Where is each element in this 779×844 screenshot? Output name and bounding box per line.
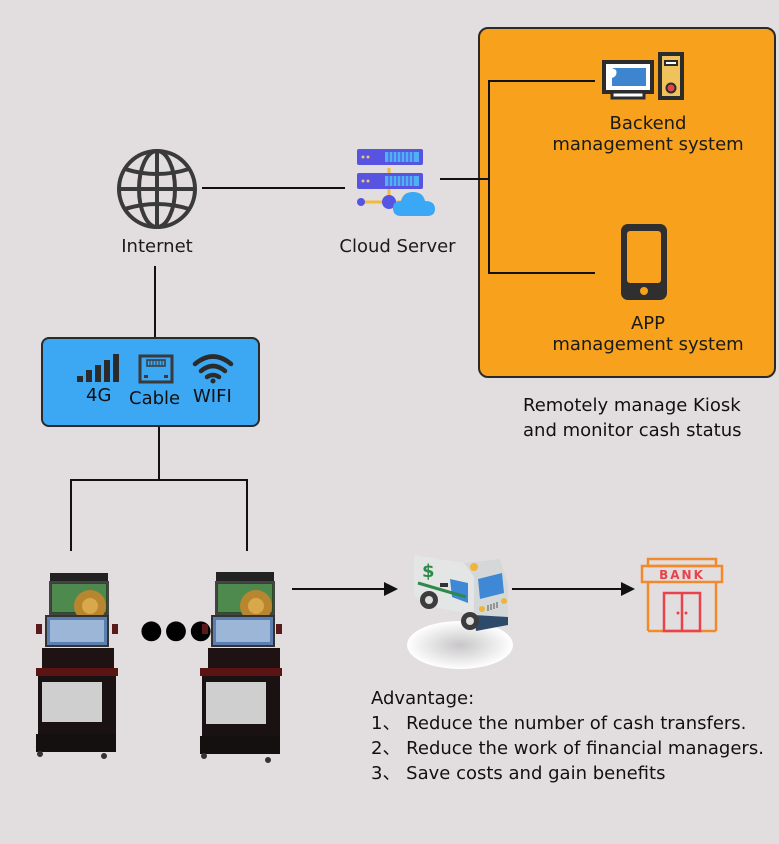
- cloud-server-icon: [357, 149, 435, 216]
- connector-line: [70, 479, 72, 551]
- internet-label: Internet: [121, 236, 193, 257]
- kiosk-machine-icon: [200, 572, 282, 763]
- bank-sign: BANK: [659, 568, 705, 582]
- arrow-head-icon: [384, 582, 398, 596]
- remote-caption: Remotely manage Kiosk and monitor cash s…: [523, 393, 741, 443]
- ellipsis-dots: ●●●: [140, 615, 215, 645]
- connector-line: [202, 187, 345, 189]
- connector-line: [158, 427, 160, 481]
- armored-truck-icon: $: [407, 555, 513, 669]
- advantage-item: 3、 Save costs and gain benefits: [371, 763, 666, 784]
- app-subtitle: management system: [552, 334, 744, 355]
- connector-line: [488, 80, 595, 82]
- option-4g-label: 4G: [86, 385, 112, 406]
- smartphone-icon: [621, 224, 667, 300]
- advantage-item: 1、 Reduce the number of cash transfers.: [371, 713, 747, 734]
- connector-line: [488, 80, 490, 274]
- arrow-line: [292, 588, 387, 590]
- globe-icon: [117, 149, 197, 229]
- connector-line: [246, 479, 248, 551]
- connector-line: [154, 266, 156, 337]
- svg-text:$: $: [422, 561, 435, 582]
- arrow-line: [512, 588, 624, 590]
- connector-line: [440, 178, 490, 180]
- remote-caption-line: and monitor cash status: [523, 420, 742, 441]
- bank-icon: BANK: [640, 557, 724, 633]
- connector-line: [488, 272, 595, 274]
- backend-title: Backend: [609, 113, 687, 134]
- advantages-title: Advantage:: [371, 688, 475, 709]
- option-wifi-label: WIFI: [193, 386, 232, 407]
- option-cable-label: Cable: [129, 388, 181, 409]
- remote-caption-line: Remotely manage Kiosk: [523, 395, 741, 416]
- computer-icon: [602, 52, 684, 100]
- advantage-item: 2、 Reduce the work of financial managers…: [371, 738, 764, 759]
- app-title: APP: [630, 313, 666, 334]
- ethernet-port-icon: [138, 354, 174, 384]
- advantages-list: Advantage: 1、 Reduce the number of cash …: [371, 686, 764, 786]
- connector-line: [70, 479, 248, 481]
- arrow-head-icon: [621, 582, 635, 596]
- backend-subtitle: management system: [552, 134, 744, 155]
- kiosk-machine-icon: [36, 573, 118, 759]
- wifi-icon: [192, 354, 234, 384]
- signal-bars-icon: [77, 354, 119, 382]
- cloud-server-label: Cloud Server: [339, 236, 456, 257]
